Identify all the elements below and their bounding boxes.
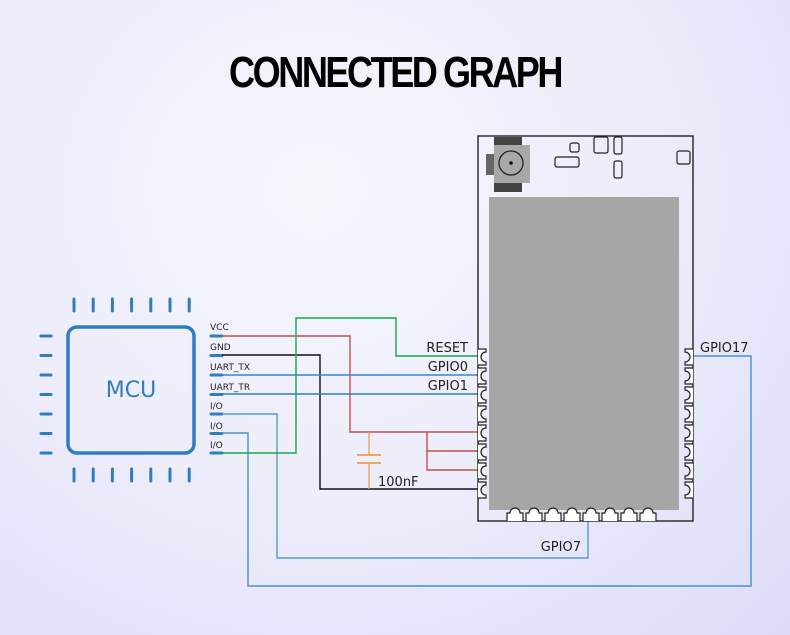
pin-label-gpio17: GPIO17: [700, 341, 749, 356]
pad-bottom: [601, 507, 619, 521]
pad-left: [478, 481, 487, 499]
pin-label-gnd: GND: [210, 343, 231, 353]
pin-label-uart-tr: UART_TR: [210, 383, 250, 393]
mcu-pins-right: [209, 334, 224, 455]
pad-right: [684, 367, 693, 385]
wire-io-1: [222, 413, 589, 559]
pads-right: [684, 348, 693, 499]
module-shield: [489, 197, 679, 510]
pin-label-reset: RESET: [426, 341, 468, 356]
pad-bottom: [563, 507, 581, 521]
pin-label-io-1: I/O: [210, 402, 223, 412]
pad-left: [478, 367, 487, 385]
pin-label-gpio1: GPIO1: [428, 379, 468, 394]
pad-bottom: [639, 507, 657, 521]
mcu-pins-top: [72, 297, 191, 313]
pin-label-io-3: I/O: [210, 441, 223, 451]
pad-left: [478, 405, 487, 423]
wire-gnd: [222, 354, 482, 490]
pad-left: [478, 462, 487, 480]
pad-right: [684, 443, 693, 461]
pin-label-vcc: VCC: [210, 323, 229, 333]
component-4: [613, 136, 623, 155]
pin-label-gpio0: GPIO0: [428, 360, 468, 375]
pads-bottom: [506, 507, 657, 521]
mcu-chip: MCU: [39, 297, 224, 483]
mcu-pins-bottom: [72, 467, 191, 483]
pad-bottom: [544, 507, 562, 521]
pad-right: [684, 462, 693, 480]
pin-label-uart-tx: UART_TX: [210, 363, 250, 373]
pad-right: [684, 405, 693, 423]
pad-bottom: [582, 507, 600, 521]
antenna-connector-icon: [498, 150, 524, 176]
pad-left: [478, 443, 487, 461]
pad-right: [684, 481, 693, 499]
component-1: [569, 142, 580, 153]
pad-left: [478, 386, 487, 404]
capacitor-label: 100nF: [378, 475, 419, 490]
pad-bottom: [525, 507, 543, 521]
mcu-body: [66, 325, 196, 455]
pad-right: [684, 386, 693, 404]
pin-label-gpio7: GPIO7: [541, 540, 581, 555]
component-2: [554, 156, 580, 168]
wire-vcc: [222, 335, 482, 433]
wire-reset: [222, 317, 482, 454]
wifi-module: [477, 135, 694, 522]
pad-left: [478, 348, 487, 366]
pad-bottom: [620, 507, 638, 521]
component-5: [613, 160, 623, 179]
pin-label-io-2: I/O: [210, 422, 223, 432]
pad-right: [684, 348, 693, 366]
pad-left: [478, 424, 487, 442]
mcu-label: MCU: [106, 378, 156, 403]
wire-vcc-3: [426, 451, 482, 471]
wire-io-2: [222, 355, 752, 587]
mcu-pins-left: [39, 334, 53, 455]
pad-right: [684, 424, 693, 442]
component-6: [676, 150, 691, 165]
component-3: [593, 136, 609, 154]
pad-bottom: [506, 507, 524, 521]
pads-left: [478, 348, 487, 499]
wire-vcc-2: [426, 432, 482, 452]
page-title: CONNECTED GRAPH: [229, 48, 563, 97]
